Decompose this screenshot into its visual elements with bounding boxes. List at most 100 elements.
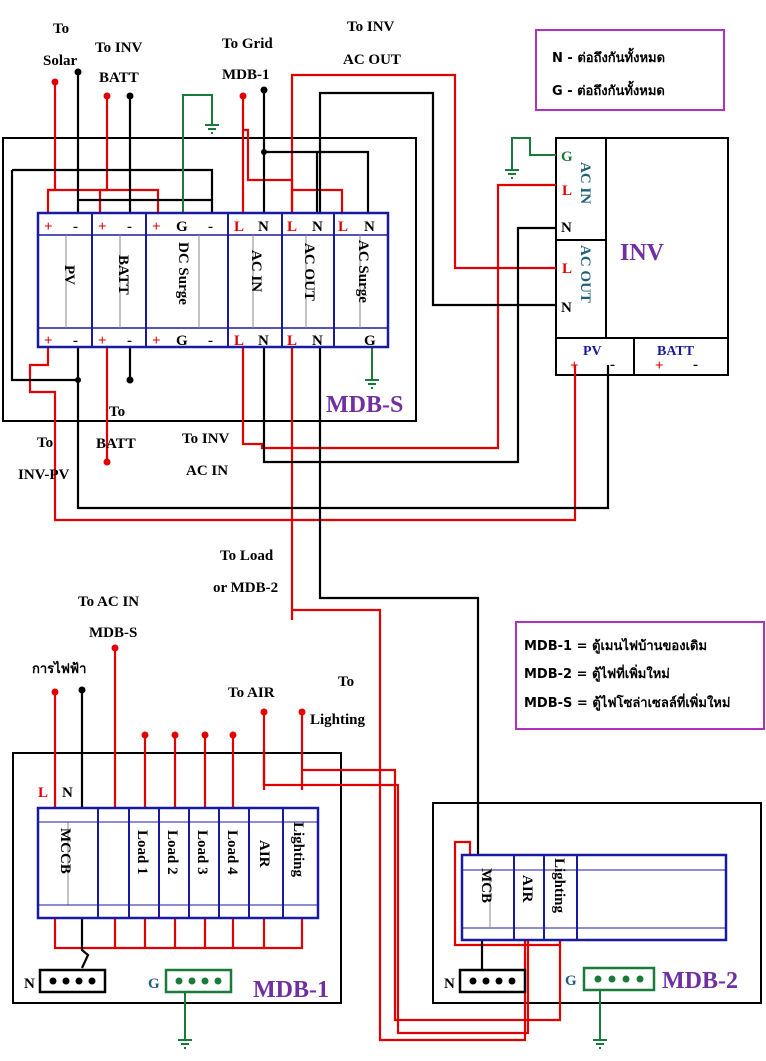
- label-to-inv-acin-2: AC IN: [186, 463, 228, 479]
- label-to-inv-batt-1: To INV: [95, 40, 143, 56]
- breaker-load-3: Load 3: [194, 830, 210, 875]
- inv-acin-label: AC IN: [577, 162, 593, 204]
- legend-mdb1-text: MDB-1 = ตู้เมนไฟบ้านของเดิม: [524, 637, 707, 654]
- module-pv: PV: [61, 265, 77, 285]
- mdbs-module-names: PV BATT DC Surge AC IN AC OUT AC Surge: [61, 240, 371, 305]
- mdbs-bottom-terminals: + - + - + G - L N L N G: [44, 333, 376, 349]
- term-batt-minus-top: -: [127, 219, 132, 235]
- mdb2-breaker-air: AIR: [519, 875, 535, 903]
- line-wires: [28, 73, 577, 1042]
- label-to-solar-2: Solar: [43, 53, 78, 69]
- breaker-load-4: Load 4: [224, 830, 240, 875]
- term-dc-plus-top: +: [152, 219, 161, 235]
- term-acsurge-g-bot: G: [364, 333, 376, 349]
- mdb1-breaker-names: MCCB Load 1 Load 2 Load 3 Load 4 AIR Lig…: [57, 822, 306, 878]
- legend-mdb2-text: MDB-2 = ตู้ไฟที่เพิ่มใหม่: [524, 664, 670, 682]
- inv-enclosure: [555, 137, 729, 376]
- term-batt-plus-top: +: [98, 219, 107, 235]
- module-ac-out: AC OUT: [301, 243, 317, 301]
- module-ac-in: AC IN: [248, 250, 264, 292]
- term-dc-plus-bot: +: [152, 333, 161, 349]
- mdb1-g-bar-label: G: [148, 976, 160, 992]
- inv-batt-minus: -: [693, 357, 698, 373]
- label-to-inv-acout-1: To INV: [347, 19, 395, 35]
- neutral-wires: [10, 72, 610, 975]
- ground-symbols: [178, 124, 607, 1049]
- breaker-lighting: Lighting: [290, 822, 306, 878]
- term-acin-n-top: N: [258, 219, 269, 235]
- label-to-acin-mdbs-2: MDB-S: [89, 625, 137, 641]
- mdb1-breaker-strip: [36, 806, 320, 920]
- inv-batt-plus: +: [655, 358, 664, 374]
- label-to-grid-2: MDB-1: [222, 67, 270, 83]
- mdb2-breaker-mcb: MCB: [478, 868, 494, 903]
- mdb1-l-label: L: [38, 785, 48, 801]
- inv-g-terminal: G: [561, 149, 573, 165]
- label-to-inv-acin-1: To INV: [182, 431, 230, 447]
- mdb2-n-bar-label: N: [444, 976, 455, 992]
- term-acsurge-l-top: L: [338, 219, 348, 235]
- label-grid-power: การไฟฟ้า: [32, 660, 86, 677]
- inv-pv-label: PV: [583, 344, 602, 359]
- term-dc-minus-bot: -: [208, 333, 213, 349]
- legend-bottom: MDB-1 = ตู้เมนไฟบ้านของเดิม MDB-2 = ตู้ไ…: [515, 621, 765, 730]
- legend-top: N - ต่อถึงกันทั้งหมด G - ต่อถึงกันทั้งหม…: [535, 29, 725, 111]
- label-to-inv-pv-2: INV-PV: [18, 467, 70, 483]
- legend-mdbs-text: MDB-S = ตู้ไฟโซล่าเซลล์ที่เพิ่มใหม่: [524, 693, 730, 711]
- mdb1-busbars: N G: [24, 968, 233, 994]
- term-acin-n-bot: N: [258, 333, 269, 349]
- term-acin-l-top: L: [234, 219, 244, 235]
- term-pv-plus-bot: +: [44, 333, 53, 349]
- label-to-load-2: or MDB-2: [213, 580, 278, 596]
- inv-pv-plus: +: [570, 358, 579, 374]
- inv-batt-label: BATT: [657, 344, 695, 359]
- term-acout-l-bot: L: [287, 333, 297, 349]
- label-to-batt-2: BATT: [96, 436, 136, 452]
- mdb1-enclosure: [12, 752, 342, 1004]
- term-acout-l-top: L: [287, 219, 297, 235]
- wire-endpoints: [51, 68, 306, 739]
- label-to-grid-1: To Grid: [222, 36, 273, 52]
- mdb1-n-label: N: [62, 785, 73, 801]
- term-batt-minus-bot: -: [127, 333, 132, 349]
- label-to-inv-acout-2: AC OUT: [343, 52, 401, 68]
- mdbs-title: MDB-S: [326, 392, 403, 418]
- wire-labels: To Solar To INV BATT To Grid MDB-1 To IN…: [18, 19, 401, 728]
- term-pv-plus-top: +: [44, 219, 53, 235]
- inverter: G L N L N AC IN AC OUT INV PV BATT + - +…: [556, 138, 728, 375]
- module-dc-surge: DC Surge: [175, 242, 191, 305]
- module-batt: BATT: [115, 255, 131, 295]
- label-to-acin-mdbs-1: To AC IN: [78, 594, 139, 610]
- label-to-solar-1: To: [53, 21, 69, 37]
- mdb2-breaker-lighting: Lighting: [551, 858, 567, 914]
- inv-acin-n: N: [561, 220, 572, 236]
- term-dc-g-top: G: [176, 219, 188, 235]
- breaker-load-1: Load 1: [134, 830, 150, 875]
- legend-g-text: G - ต่อถึงกันทั้งหมด: [552, 80, 665, 99]
- term-dc-g-bot: G: [176, 333, 188, 349]
- label-to-lighting-1: To: [338, 674, 354, 690]
- label-to-inv-batt-2: BATT: [99, 70, 139, 86]
- term-acout-n-top: N: [312, 219, 323, 235]
- term-acout-n-bot: N: [312, 333, 323, 349]
- inv-title: INV: [620, 240, 665, 266]
- term-pv-minus-bot: -: [73, 333, 78, 349]
- mdb2-enclosure: [432, 802, 762, 1004]
- module-ac-surge: AC Surge: [355, 240, 371, 303]
- term-batt-plus-bot: +: [98, 333, 107, 349]
- breaker-load-2: Load 2: [164, 830, 180, 875]
- term-pv-minus-top: -: [73, 219, 78, 235]
- inv-acin-l: L: [562, 183, 572, 199]
- label-to-inv-pv-1: To: [37, 435, 53, 451]
- term-acin-l-bot: L: [234, 333, 244, 349]
- inv-acout-label: AC OUT: [577, 245, 593, 303]
- term-dc-minus-top: -: [208, 219, 213, 235]
- mdb2-breaker-names: MCB AIR Lighting: [478, 858, 567, 914]
- term-acsurge-n-top: N: [364, 219, 375, 235]
- label-to-air: To AIR: [228, 685, 275, 701]
- inv-acout-n: N: [561, 300, 572, 316]
- label-to-batt-1: To: [109, 404, 125, 420]
- mdbs-top-terminals: + - + - + G - L N L N L N: [44, 219, 375, 235]
- inv-acout-l: L: [562, 261, 572, 277]
